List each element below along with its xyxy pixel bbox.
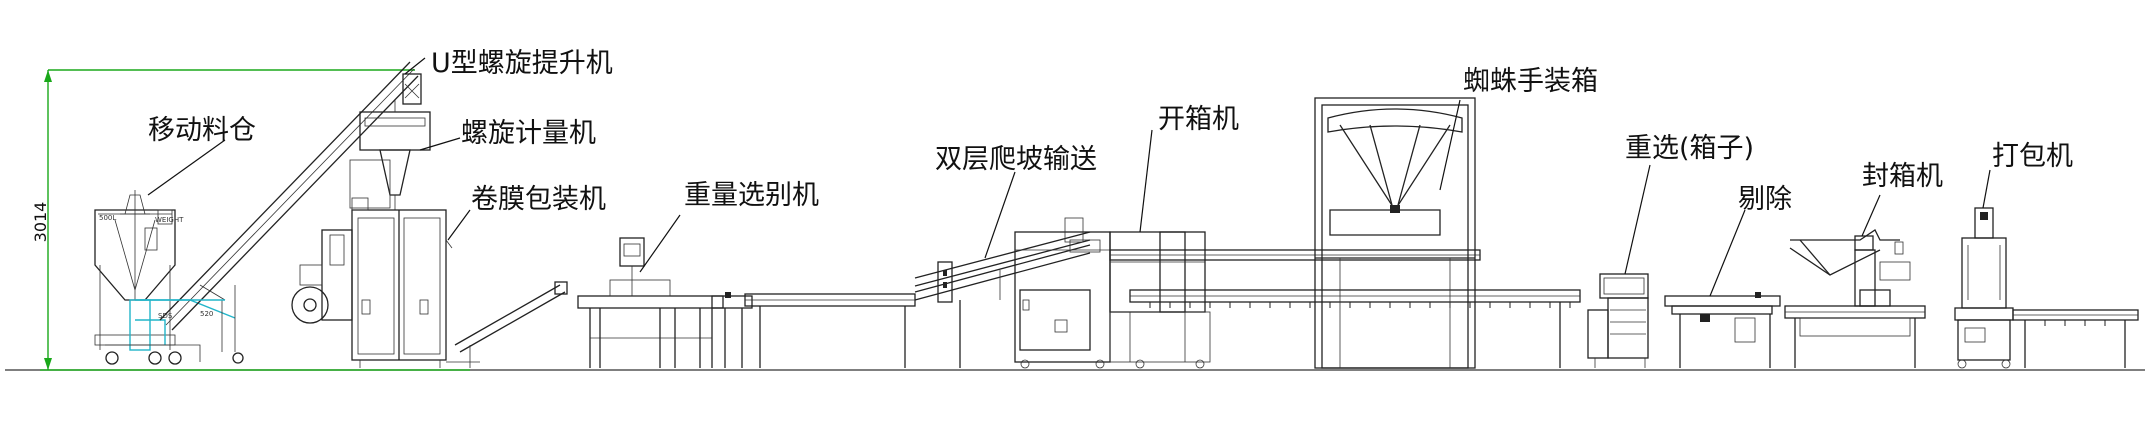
label-mobile-bin: 移动料仓	[148, 115, 256, 146]
label-reselect-box: 重选(箱子)	[1625, 133, 1754, 164]
bin-capacity-mark: 500L	[99, 214, 116, 222]
label-strapping-machine: 打包机	[1992, 141, 2073, 172]
height-dimension: 3014	[31, 69, 470, 371]
strapping-machine	[1954, 207, 2139, 369]
mobile-bin: 500L WEIGHT SDS 520	[94, 190, 236, 365]
label-case-sealer: 封箱机	[1862, 161, 1943, 192]
flat-conveyor	[744, 293, 916, 368]
bin-plate-mark: WEIGHT	[155, 216, 184, 224]
box-conveyor	[1109, 249, 1581, 368]
height-dimension-value: 3014	[31, 202, 50, 243]
bin-tag-mark: SDS	[158, 312, 173, 320]
label-weight-sorting: 重量选别机	[684, 180, 819, 211]
film-packing-machine	[291, 100, 453, 368]
case-sealer	[1784, 229, 1926, 368]
reject-conveyor	[1664, 292, 1781, 368]
weight-sorting-machine	[577, 237, 753, 368]
label-case-erector: 开箱机	[1158, 104, 1239, 135]
label-spider-case-packer: 蜘蛛手装箱	[1463, 66, 1598, 97]
leader-lines	[147, 57, 1991, 297]
box-reselect-machine	[1587, 273, 1649, 368]
u-screw-elevator	[135, 61, 422, 364]
spider-case-packer	[1314, 97, 1476, 369]
label-u-screw-elevator: U型螺旋提升机	[431, 48, 613, 79]
case-erector	[1014, 217, 1211, 369]
label-reject: 剔除	[1738, 184, 1792, 215]
label-film-packing: 卷膜包装机	[471, 184, 606, 215]
label-screw-metering: 螺旋计量机	[461, 118, 596, 149]
incline-conveyor-1	[446, 281, 568, 368]
label-double-climb-conveyor: 双层爬坡输送	[935, 144, 1097, 175]
double-climb-conveyor	[914, 231, 1091, 368]
bin-num-mark: 520	[200, 310, 213, 318]
